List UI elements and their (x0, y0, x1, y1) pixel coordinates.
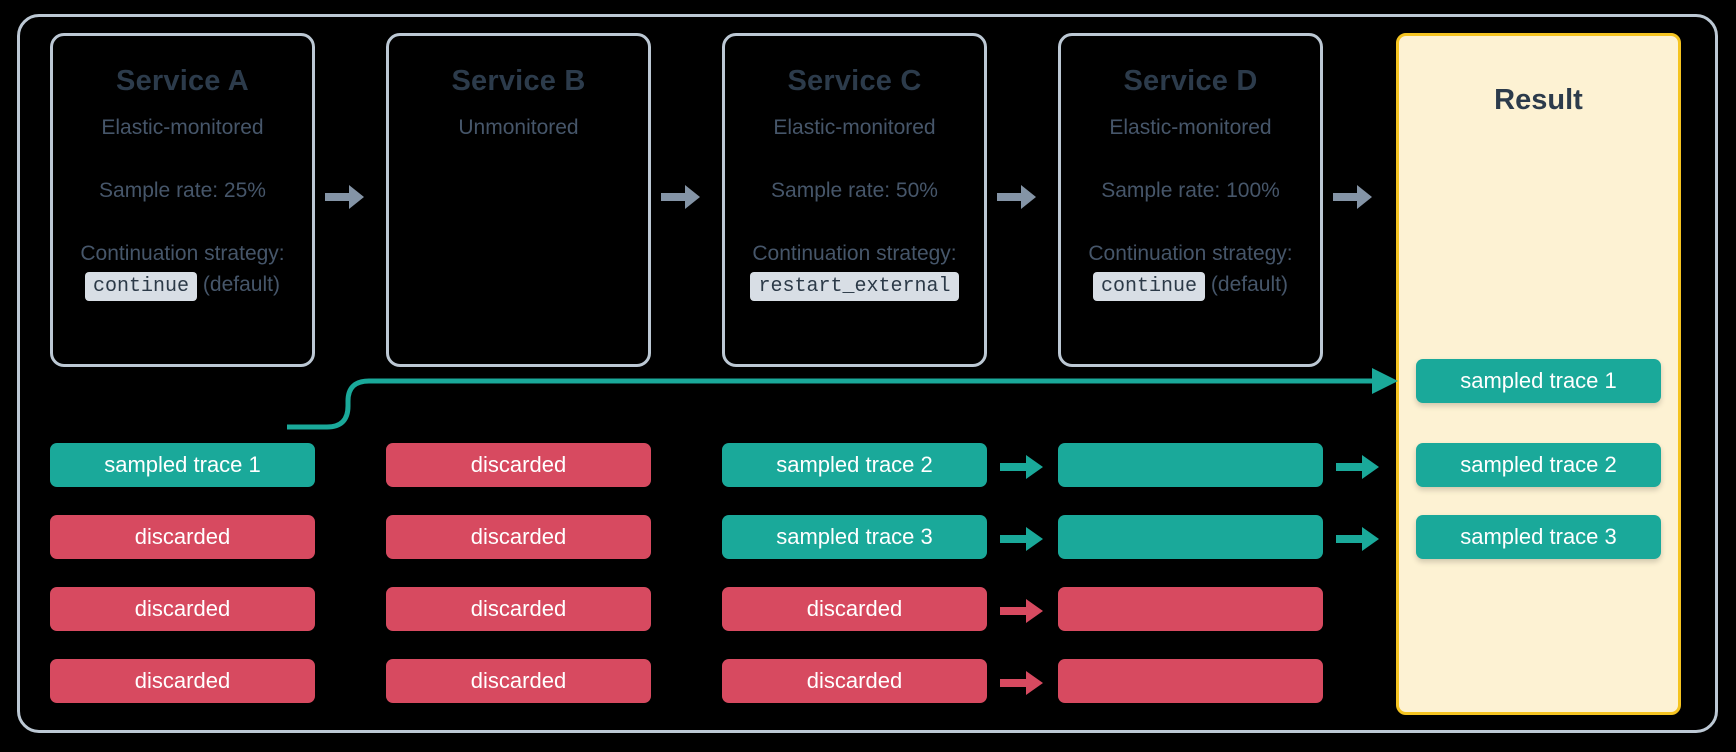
service-b-title: Service B (451, 65, 586, 97)
service-a-title: Service A (116, 65, 249, 97)
service-d-strategy-note: (default) (1205, 272, 1288, 296)
bar-c-3: discarded (722, 587, 987, 631)
bar-b-1: discarded (386, 443, 651, 487)
service-card-a: Service A Elastic-monitored Sample rate:… (50, 33, 315, 367)
bar-b-3: discarded (386, 587, 651, 631)
service-card-c: Service C Elastic-monitored Sample rate:… (722, 33, 987, 367)
service-d-title: Service D (1123, 65, 1258, 97)
service-c-strategy-value: restart_external (750, 271, 959, 301)
trace-arrow-c1-to-d1-icon (1000, 454, 1044, 480)
bar-b-4: discarded (386, 659, 651, 703)
service-card-b: Service B Unmonitored (386, 33, 651, 367)
service-c-sample-rate: Sample rate: 50% (771, 179, 938, 202)
service-c-strategy-label: Continuation strategy: (752, 242, 957, 265)
result-bar-1: sampled trace 1 (1416, 359, 1661, 403)
trace-arrow-c3-to-d3-icon (1000, 598, 1044, 624)
bar-d-1 (1058, 443, 1323, 487)
service-b-monitoring: Unmonitored (458, 116, 579, 139)
bar-d-4 (1058, 659, 1323, 703)
service-c-monitoring: Elastic-monitored (773, 116, 936, 139)
trace-arrow-d1-to-result-icon (1336, 454, 1380, 480)
result-bar-2: sampled trace 2 (1416, 443, 1661, 487)
service-a-strategy-value: continue (85, 271, 198, 301)
service-d-strategy-row: continue (default) (1093, 271, 1288, 301)
bar-a-2: discarded (50, 515, 315, 559)
service-card-d: Service D Elastic-monitored Sample rate:… (1058, 33, 1323, 367)
service-d-strategy-label: Continuation strategy: (1088, 242, 1293, 265)
service-d-strategy-value: continue (1093, 271, 1206, 301)
bar-c-1: sampled trace 2 (722, 443, 987, 487)
trace-arrow-d2-to-result-icon (1336, 526, 1380, 552)
flow-arrow-a-to-b-icon (325, 184, 365, 210)
flow-arrow-c-to-d-icon (997, 184, 1037, 210)
flow-arrow-d-to-result-icon (1333, 184, 1373, 210)
bar-c-4: discarded (722, 659, 987, 703)
bar-a-1: sampled trace 1 (50, 443, 315, 487)
service-a-strategy-label: Continuation strategy: (80, 242, 285, 265)
bar-d-2 (1058, 515, 1323, 559)
bar-b-2: discarded (386, 515, 651, 559)
service-a-strategy-row: continue (default) (85, 271, 280, 301)
service-c-strategy-row: restart_external (750, 271, 959, 301)
flow-arrow-b-to-c-icon (661, 184, 701, 210)
service-d-sample-rate: Sample rate: 100% (1101, 179, 1280, 202)
service-a-strategy-note: (default) (197, 272, 280, 296)
bar-d-3 (1058, 587, 1323, 631)
trace-arrow-c2-to-d2-icon (1000, 526, 1044, 552)
bar-c-2: sampled trace 3 (722, 515, 987, 559)
service-a-monitoring: Elastic-monitored (101, 116, 264, 139)
bar-a-3: discarded (50, 587, 315, 631)
service-a-sample-rate: Sample rate: 25% (99, 179, 266, 202)
result-bar-3: sampled trace 3 (1416, 515, 1661, 559)
trace-arrow-c4-to-d4-icon (1000, 670, 1044, 696)
result-title: Result (1494, 84, 1583, 116)
service-c-title: Service C (787, 65, 922, 97)
service-d-monitoring: Elastic-monitored (1109, 116, 1272, 139)
bar-a-4: discarded (50, 659, 315, 703)
